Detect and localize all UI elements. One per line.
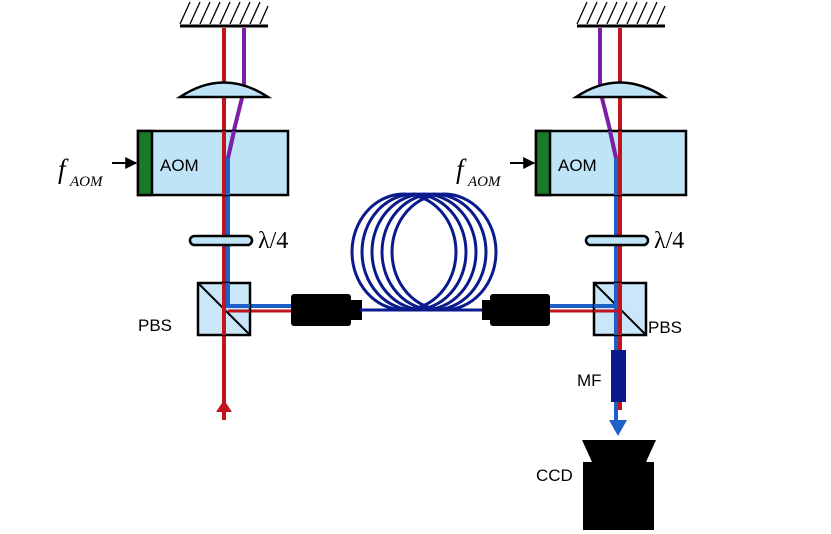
- right-f-aom: f AOM: [456, 154, 536, 190]
- svg-text:MF: MF: [577, 371, 602, 390]
- right-quarter-waveplate: λ/4: [584, 228, 684, 254]
- svg-text:f: f: [456, 154, 467, 184]
- ccd-camera: CCD: [536, 440, 656, 530]
- right-lens: [571, 81, 669, 99]
- right-aom-label: AOM: [558, 156, 597, 175]
- right-transducer: [534, 129, 552, 197]
- svg-text:λ/4: λ/4: [258, 228, 288, 254]
- svg-text:PBS: PBS: [138, 316, 172, 335]
- left-pbs: PBS: [138, 281, 252, 337]
- left-aom-label: AOM: [160, 156, 199, 175]
- svg-text:AOM: AOM: [69, 174, 104, 190]
- left-input-arrow: [216, 400, 232, 412]
- svg-text:f: f: [58, 154, 69, 184]
- svg-text:PBS: PBS: [648, 318, 682, 337]
- fiber-spool: [350, 192, 498, 312]
- right-fiber-collimator: [482, 294, 550, 326]
- left-f-aom: f AOM: [58, 154, 138, 190]
- left-lens: [175, 81, 273, 99]
- left-mirror: [179, 1, 269, 28]
- mode-filter: MF: [577, 350, 626, 402]
- left-fiber-collimator: [291, 294, 362, 326]
- svg-text:AOM: AOM: [467, 174, 502, 190]
- ccd-arrow: [609, 420, 627, 436]
- right-mirror: [576, 1, 666, 28]
- left-transducer: [136, 129, 154, 197]
- left-aom: AOM: [136, 129, 290, 197]
- svg-text:CCD: CCD: [536, 466, 573, 485]
- svg-text:λ/4: λ/4: [654, 228, 684, 254]
- left-quarter-waveplate: λ/4: [188, 228, 288, 254]
